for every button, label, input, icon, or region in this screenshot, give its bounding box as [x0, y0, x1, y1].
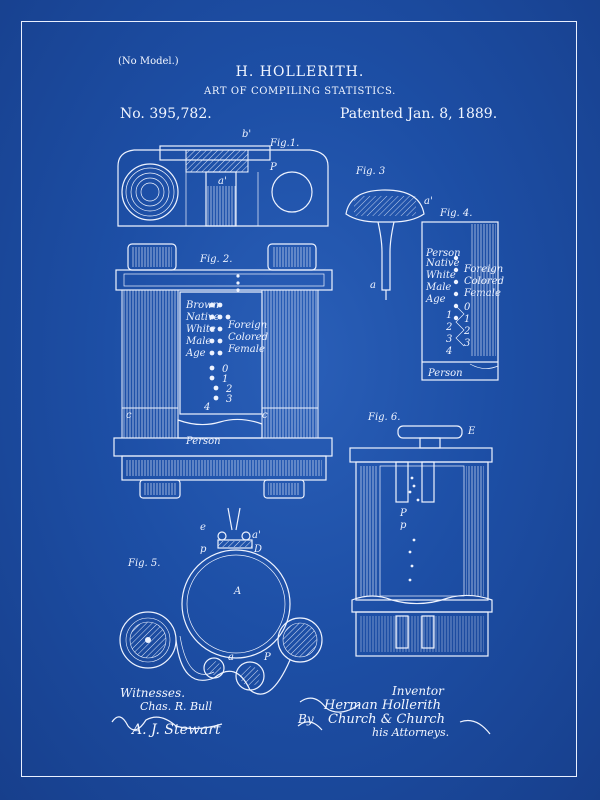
fig5-ref-p: p	[200, 544, 207, 555]
fig2-label: Fig. 2.	[199, 254, 232, 265]
fig4-num-3: 3	[446, 334, 452, 345]
fig5-ref-a: a	[228, 652, 234, 663]
figure-1-press: Fig.1. b' a' P	[117, 129, 329, 227]
fig6-ref-P: P	[399, 508, 407, 519]
fig5-ref-A: A	[233, 586, 241, 597]
patent-number: No. 395,782.	[120, 106, 212, 122]
fig6-label: Fig. 6.	[367, 412, 400, 423]
fig2-person-label: Person	[185, 436, 221, 447]
witness-2-signature: A. J. Stewart	[132, 722, 221, 738]
card-row-white: White	[186, 324, 216, 335]
fig4-row-age: Age	[425, 294, 446, 305]
fig4-row-foreign: Foreign	[463, 264, 503, 275]
card-row-colored: Colored	[228, 332, 268, 343]
fig5-ref-D: D	[253, 544, 262, 555]
fig3-ref-a: a	[370, 280, 376, 291]
fig4-num-1: 1	[446, 310, 452, 321]
fig3-label: Fig. 3	[355, 166, 385, 177]
patent-date: Patented Jan. 8, 1889.	[340, 106, 498, 122]
fig4-num-b1: 1	[464, 314, 470, 325]
fig4-num-b2: 2	[463, 326, 470, 337]
fig1-ref-a: a'	[218, 176, 227, 187]
signature-flourishes	[111, 697, 491, 735]
fig4-row-native: Native	[425, 258, 460, 269]
card-row-female: Female	[227, 344, 265, 355]
no-model-label: (No Model.)	[118, 56, 179, 67]
card-row-brown: Brown	[185, 300, 219, 311]
fig5-label: Fig. 5.	[127, 558, 160, 569]
card-num-0: 0	[222, 364, 229, 375]
card-row-native: Native	[185, 312, 220, 323]
figure-2-machine: Fig. 2. Brown Native White Male Age Fore…	[113, 243, 333, 499]
inventor-heading: H. HOLLERITH.	[235, 64, 365, 80]
by-label: By	[298, 712, 314, 726]
fig4-row-white: White	[426, 270, 456, 281]
fig4-num-b3: 3	[464, 338, 470, 349]
fig6-ref-p: p	[400, 520, 407, 531]
attorneys-label: his Attorneys.	[372, 726, 450, 739]
figure-6-box: Fig. 6. E P p	[349, 412, 493, 657]
card-num-2: 2	[225, 384, 232, 395]
inventor-signature: Herman Hollerith	[324, 698, 441, 713]
fig4-row-male: Male	[425, 282, 451, 293]
card-num-4: 4	[203, 402, 210, 413]
fig4-row-female: Female	[463, 288, 501, 299]
fig3-ref-a-prime: a'	[424, 196, 433, 207]
inventor-label: Inventor	[392, 684, 444, 698]
fig4-row-colored: Colored	[464, 276, 504, 287]
fig1-ref-b: b'	[242, 129, 251, 140]
fig5-ref-P: P	[263, 652, 271, 663]
fig4-person-label: Person	[427, 368, 463, 379]
figure-5-reels: Fig. 5. e a' p D A	[119, 507, 323, 695]
fig1-ref-P: P	[269, 162, 277, 173]
fig5-ref-a-prime: a'	[252, 530, 261, 541]
patent-title: ART OF COMPILING STATISTICS.	[204, 86, 396, 97]
fig1-label: Fig.1.	[269, 138, 299, 149]
fig6-ref-E: E	[467, 426, 476, 437]
fig4-label: Fig. 4.	[439, 208, 472, 219]
attorneys-signature: Church & Church	[328, 712, 445, 727]
card-row-age: Age	[185, 348, 206, 359]
card-num-3: 3	[226, 394, 232, 405]
witnesses-label: Witnesses.	[120, 686, 186, 700]
figure-3-pin: Fig. 3 a a'	[345, 166, 433, 300]
fig4-num-b0: 0	[464, 302, 471, 313]
figure-4-card: Fig. 4. Person Native White Male Age For…	[421, 208, 504, 381]
card-num-1: 1	[222, 374, 228, 385]
card-row-foreign: Foreign	[227, 320, 267, 331]
sheet-border	[21, 21, 577, 777]
fig4-row-person: Person	[425, 248, 461, 259]
fig4-num-4: 4	[445, 346, 452, 357]
card-row-male: Male	[185, 336, 211, 347]
witness-1-signature: Chas. R. Bull	[140, 700, 213, 713]
fig4-num-2: 2	[445, 322, 452, 333]
fig5-ref-e: e	[200, 522, 206, 533]
